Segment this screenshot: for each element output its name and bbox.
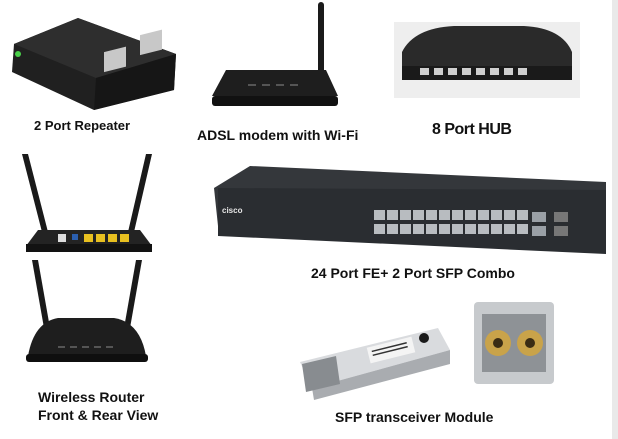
switch-port xyxy=(374,210,385,220)
switch-port xyxy=(387,210,398,220)
switch-label: 24 Port FE+ 2 Port SFP Combo xyxy=(311,265,515,281)
switch-port xyxy=(413,224,424,234)
switch-port xyxy=(504,224,515,234)
switch-port xyxy=(439,224,450,234)
switch-port xyxy=(439,210,450,220)
router-label-line2: Front & Rear View xyxy=(38,407,159,423)
switch-port xyxy=(491,210,502,220)
switch-port xyxy=(387,224,398,234)
switch-port xyxy=(478,210,489,220)
hub-label: 8 Port HUB xyxy=(432,121,512,138)
router-front-image xyxy=(26,260,148,362)
modem-label: ADSL modem with Wi-Fi xyxy=(197,127,359,143)
switch-image: cisco xyxy=(214,166,606,256)
switch-port xyxy=(426,224,437,234)
switch-port xyxy=(400,210,411,220)
switch-port xyxy=(426,210,437,220)
switch-port xyxy=(400,224,411,234)
sfp-front-image xyxy=(474,302,554,384)
switch-port xyxy=(491,224,502,234)
switch-port xyxy=(504,210,515,220)
hub-image xyxy=(394,22,580,98)
repeater-label: 2 Port Repeater xyxy=(34,118,131,133)
switch-port xyxy=(478,224,489,234)
cisco-logo: cisco xyxy=(222,206,243,215)
switch-port xyxy=(452,224,463,234)
router-rear-image xyxy=(22,154,152,252)
sfp-module-image xyxy=(300,328,450,400)
modem-image xyxy=(212,2,338,106)
switch-port xyxy=(465,210,476,220)
router-label-line1: Wireless Router xyxy=(38,389,145,405)
switch-port xyxy=(465,224,476,234)
switch-port xyxy=(517,210,528,220)
switch-port xyxy=(374,224,385,234)
switch-port xyxy=(452,210,463,220)
sfp-label: SFP transceiver Module xyxy=(335,409,494,425)
right-edge-strip xyxy=(612,0,618,439)
repeater-image xyxy=(12,18,176,110)
switch-port xyxy=(517,224,528,234)
switch-port xyxy=(413,210,424,220)
